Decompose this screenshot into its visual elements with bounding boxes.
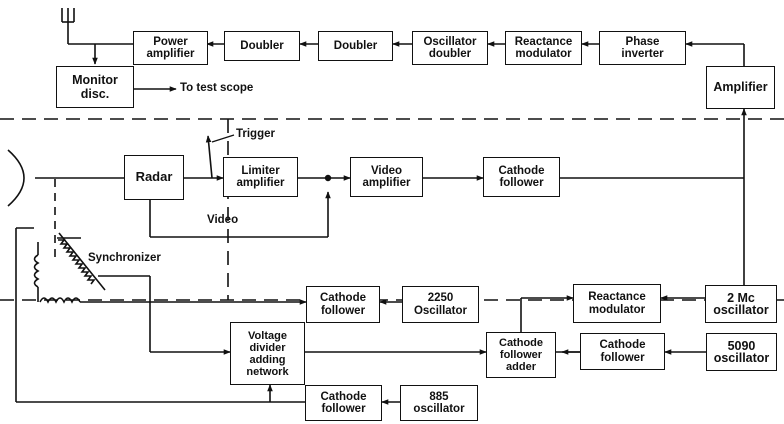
synchronizer-label: Synchronizer xyxy=(88,252,161,264)
voltage-divider-block: Voltage divider adding network xyxy=(230,322,305,385)
cathode-follower-2250-block: Cathode follower xyxy=(306,286,380,323)
trigger-label: Trigger xyxy=(236,128,275,140)
doubler-block-1: Doubler xyxy=(224,31,300,61)
power-amplifier-block: Power amplifier xyxy=(133,31,208,65)
cathode-follower-adder-block: Cathode follower adder xyxy=(486,332,556,378)
reactance-modulator-bottom-block: Reactance modulator xyxy=(573,284,661,323)
reactance-modulator-top-block: Reactance modulator xyxy=(505,31,582,65)
phase-inverter-block: Phase inverter xyxy=(599,31,686,65)
cathode-follower-885-block: Cathode follower xyxy=(305,385,382,421)
radar-dish-icon xyxy=(7,149,25,207)
cathode-follower-main-block: Cathode follower xyxy=(483,157,560,197)
video-amplifier-block: Video amplifier xyxy=(350,157,423,197)
oscillator-2mc-block: 2 Mc oscillator xyxy=(705,285,777,323)
left-coil-icon xyxy=(33,254,40,288)
oscillator-doubler-block: Oscillator doubler xyxy=(412,31,488,65)
monitor-disc-block: Monitor disc. xyxy=(56,66,134,108)
to-test-scope-label: To test scope xyxy=(180,82,254,94)
amplifier-block: Amplifier xyxy=(706,66,775,109)
doubler-block-2: Doubler xyxy=(318,31,393,61)
radar-block: Radar xyxy=(124,155,184,200)
bottom-coil-icon xyxy=(39,297,81,304)
cathode-follower-5090-block: Cathode follower xyxy=(580,333,665,370)
antenna-icon xyxy=(61,8,75,44)
video-label: Video xyxy=(207,214,239,226)
oscillator-5090-block: 5090 oscillator xyxy=(706,333,777,371)
oscillator-885-block: 885 oscillator xyxy=(400,385,478,421)
limiter-amplifier-block: Limiter amplifier xyxy=(223,157,298,197)
synchronizer-coil-icon xyxy=(58,239,96,285)
oscillator-2250-block: 2250 Oscillator xyxy=(402,286,479,323)
